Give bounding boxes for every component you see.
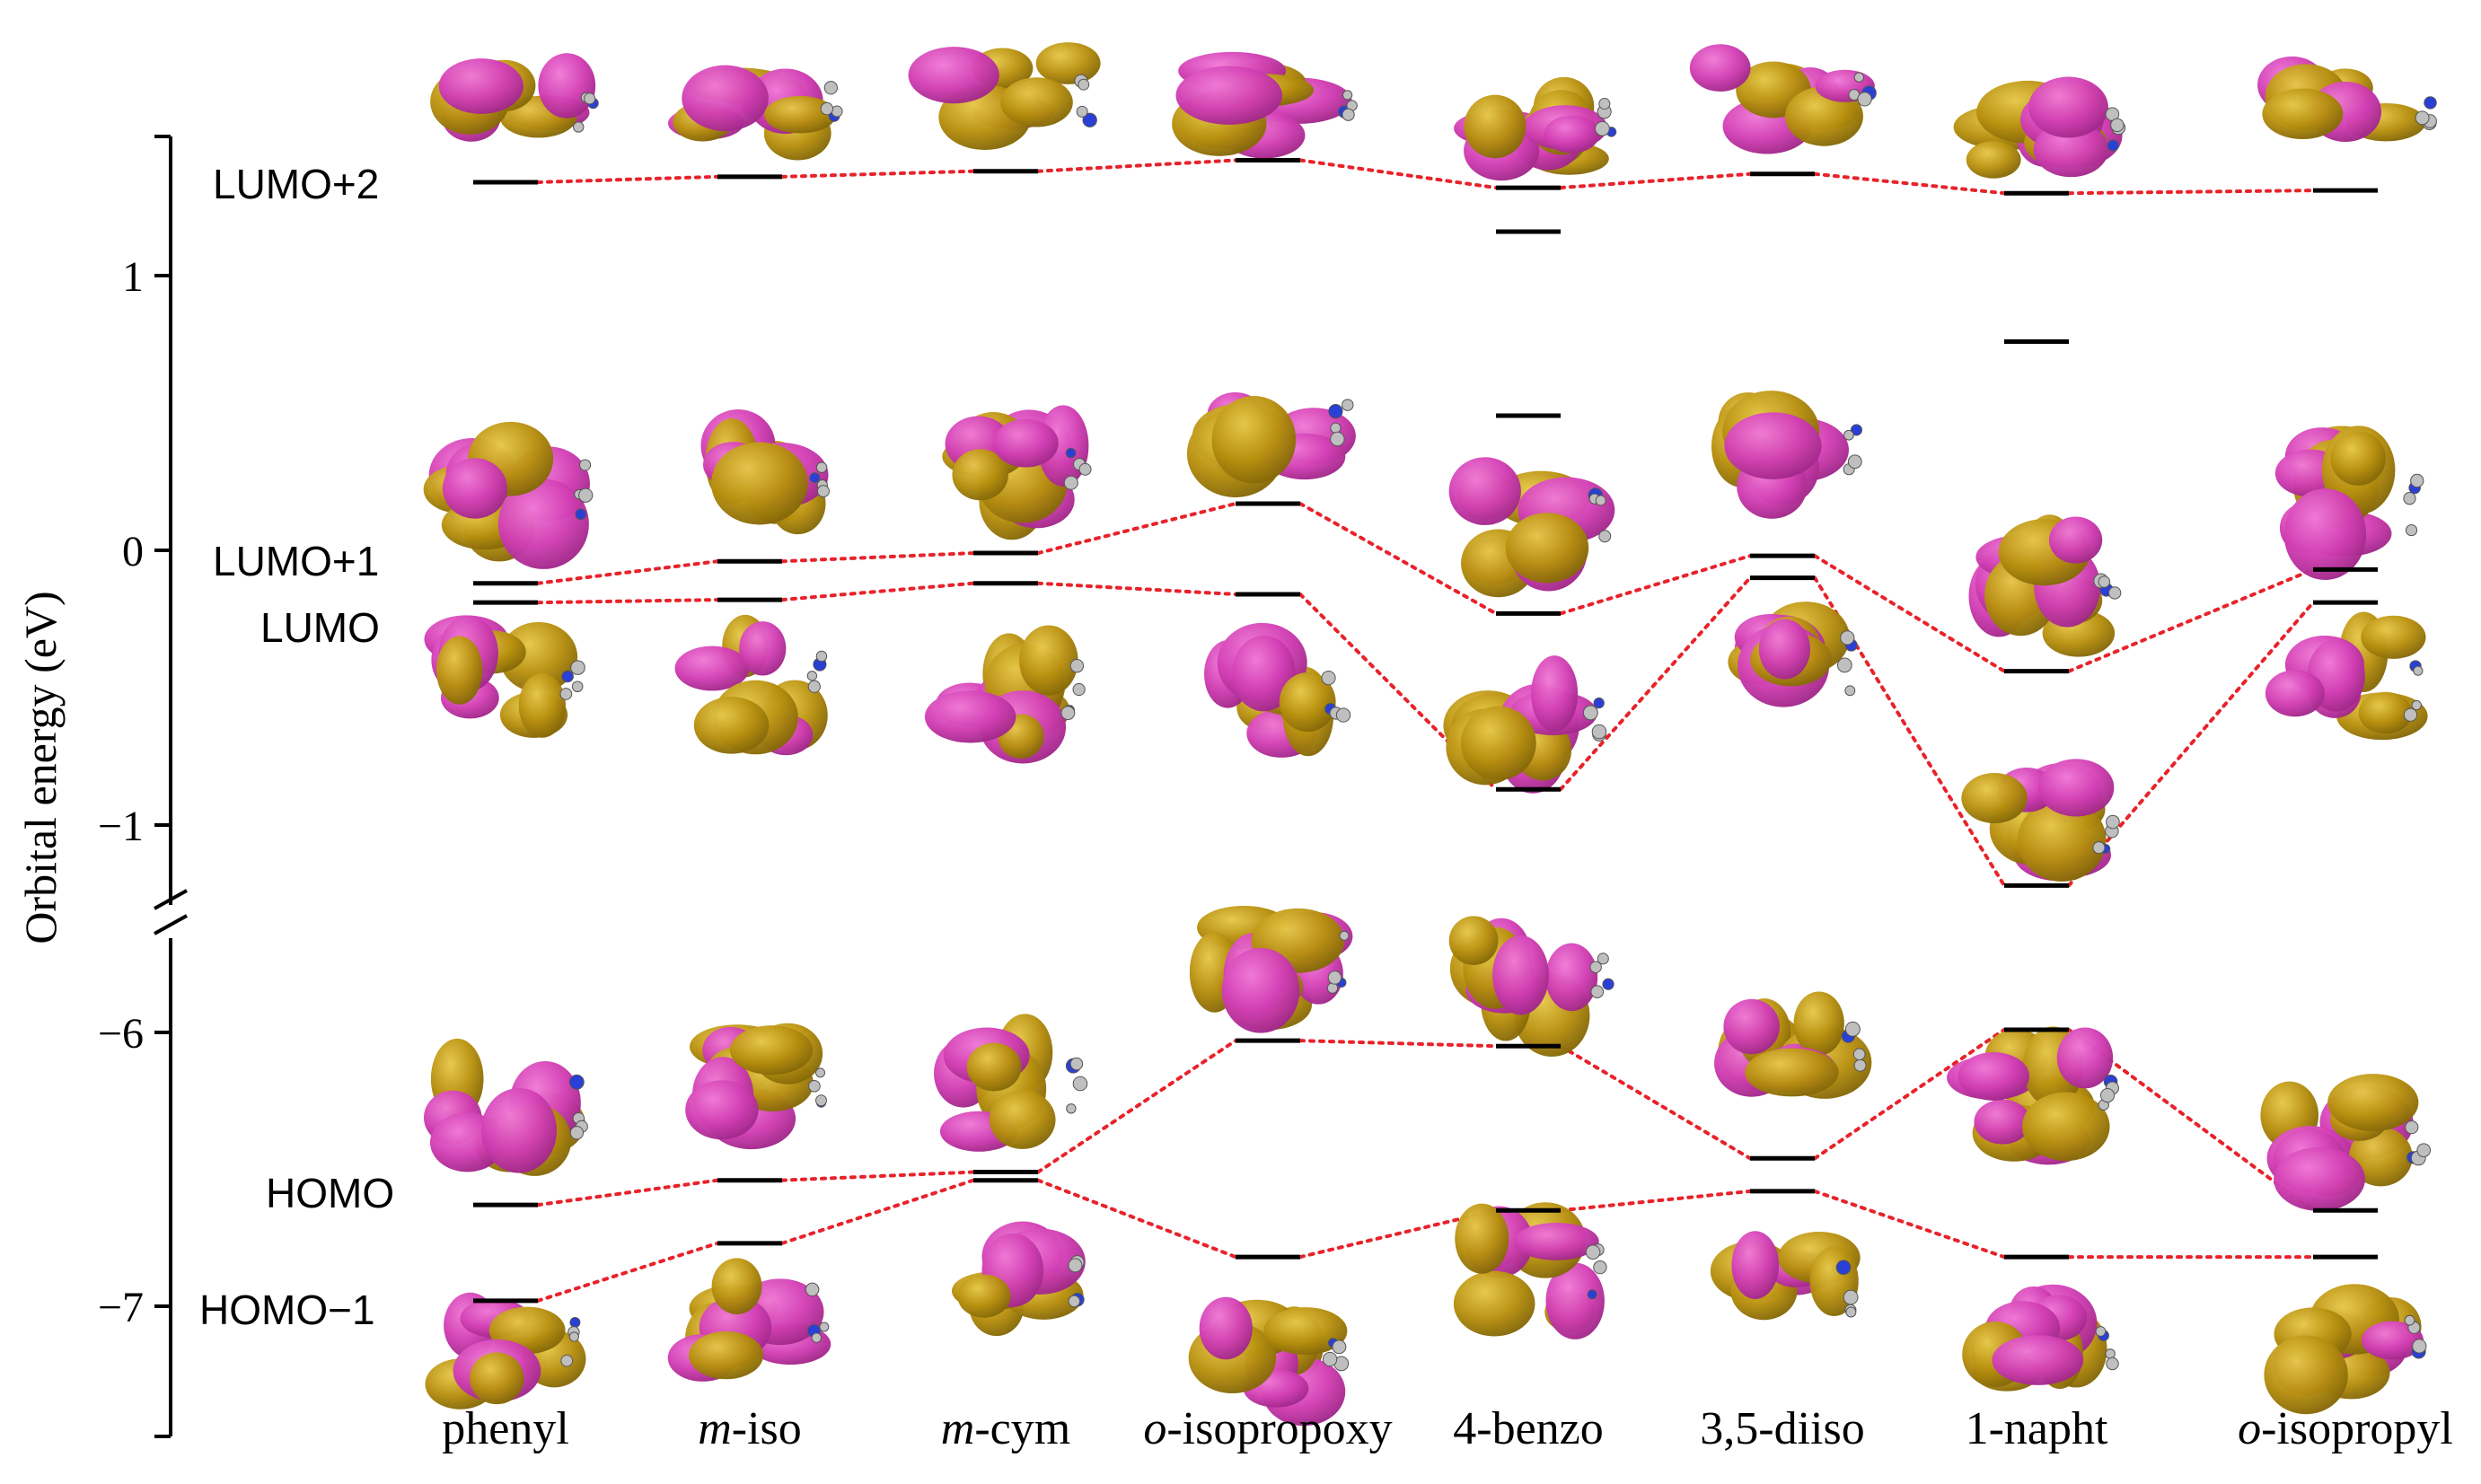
orbital-lumo1-7: [2274, 426, 2424, 581]
orbital-lumo2-1: [667, 65, 843, 161]
axis-break-mark: [154, 889, 188, 935]
orbital-lumo-0: [424, 615, 585, 738]
y-tick-label: 0: [122, 528, 144, 575]
orbital-lumo1-4: [1448, 457, 1615, 598]
orbital-lumo-2: [924, 625, 1086, 764]
orbital-lumo-7: [2265, 611, 2428, 741]
orbital-lumo2-5: [1689, 44, 1877, 154]
orbital-lumo1-0: [423, 421, 594, 569]
orbital-isosurfaces: [423, 42, 2437, 1427]
orbital-lumo1-1: [700, 408, 830, 535]
compound-label-3: o-isopropoxy: [1143, 1403, 1392, 1454]
label-lumo-plus-2: LUMO+2: [213, 161, 379, 207]
orbital-lumo1-5: [1711, 391, 1863, 519]
energy-levels: [473, 157, 2378, 1304]
orbital-lumo-3: [1204, 622, 1351, 758]
orbital-lumo-6: [1961, 759, 2120, 882]
label-lumo-plus-1: LUMO+1: [213, 538, 379, 584]
orbital-homo-4: [1448, 916, 1614, 1058]
orbital-homo-6: [1947, 1026, 2119, 1165]
orbital-homo1-6: [1962, 1284, 2119, 1392]
orbital-homo1-5: [1710, 1231, 1861, 1321]
connector-homo: [536, 1027, 2315, 1213]
orbital-homo-7: [2260, 1074, 2432, 1211]
orbital-homo1-2: [951, 1221, 1086, 1337]
connector-lumo: [536, 575, 2315, 888]
label-homo-minus-1: HOMO−1: [199, 1286, 375, 1333]
y-ticks: 1 0 −1 −6 −7: [98, 253, 171, 1331]
compound-label-0: phenyl: [442, 1403, 569, 1454]
compound-label-1: m-iso: [698, 1403, 802, 1454]
label-homo: HOMO: [266, 1170, 394, 1216]
compound-label-5: 3,5-diiso: [1700, 1403, 1864, 1454]
connector-lumo1: [536, 501, 2315, 673]
orbital-lumo2-4: [1454, 76, 1617, 181]
orbital-homo1-0: [425, 1292, 586, 1409]
orbital-homo1-4: [1453, 1202, 1607, 1339]
orbital-lumo2-0: [430, 53, 599, 142]
orbital-homo1-3: [1188, 1296, 1350, 1427]
y-tick-label: −6: [98, 1010, 144, 1058]
compound-label-7: o-isopropyl: [2238, 1403, 2453, 1454]
orbital-lumo2-7: [2257, 56, 2437, 143]
y-tick-label: −7: [98, 1284, 144, 1331]
orbital-lumo1-6: [1968, 514, 2122, 657]
orbital-homo-3: [1189, 905, 1353, 1033]
orbital-lumo2-6: [1953, 76, 2126, 179]
y-axis-label: Orbital energy (eV): [15, 591, 66, 944]
orbital-homo-2: [934, 1014, 1088, 1152]
label-lumo: LUMO: [260, 604, 380, 651]
orbital-homo1-7: [2264, 1284, 2427, 1415]
connector-lines: [536, 158, 2315, 1303]
orbital-lumo-1: [674, 614, 828, 756]
orbital-lumo1-3: [1186, 391, 1356, 497]
orbital-lumo-5: [1728, 602, 1858, 707]
compound-labels: phenyl m-iso m-cym o-isopropoxy 4-benzo …: [442, 1403, 2453, 1454]
y-axis: [154, 135, 172, 1438]
orbital-homo-5: [1714, 991, 1872, 1099]
y-tick-label: 1: [122, 253, 144, 301]
orbital-homo-0: [424, 1038, 588, 1176]
orbital-lumo2-3: [1172, 51, 1358, 159]
connector-homo1: [536, 1178, 2315, 1303]
orbital-lumo-4: [1443, 655, 1607, 794]
orbital-homo1-1: [667, 1258, 831, 1382]
orbital-lumo2-2: [908, 42, 1101, 151]
orbital-homo-1: [685, 1023, 827, 1150]
compound-label-2: m-cym: [941, 1403, 1070, 1454]
orbital-lumo1-2: [942, 405, 1092, 540]
compound-label-4: 4-benzo: [1453, 1403, 1603, 1454]
connector-lumo2: [536, 158, 2315, 196]
compound-label-6: 1-napht: [1966, 1403, 2108, 1454]
y-tick-label: −1: [98, 803, 144, 850]
